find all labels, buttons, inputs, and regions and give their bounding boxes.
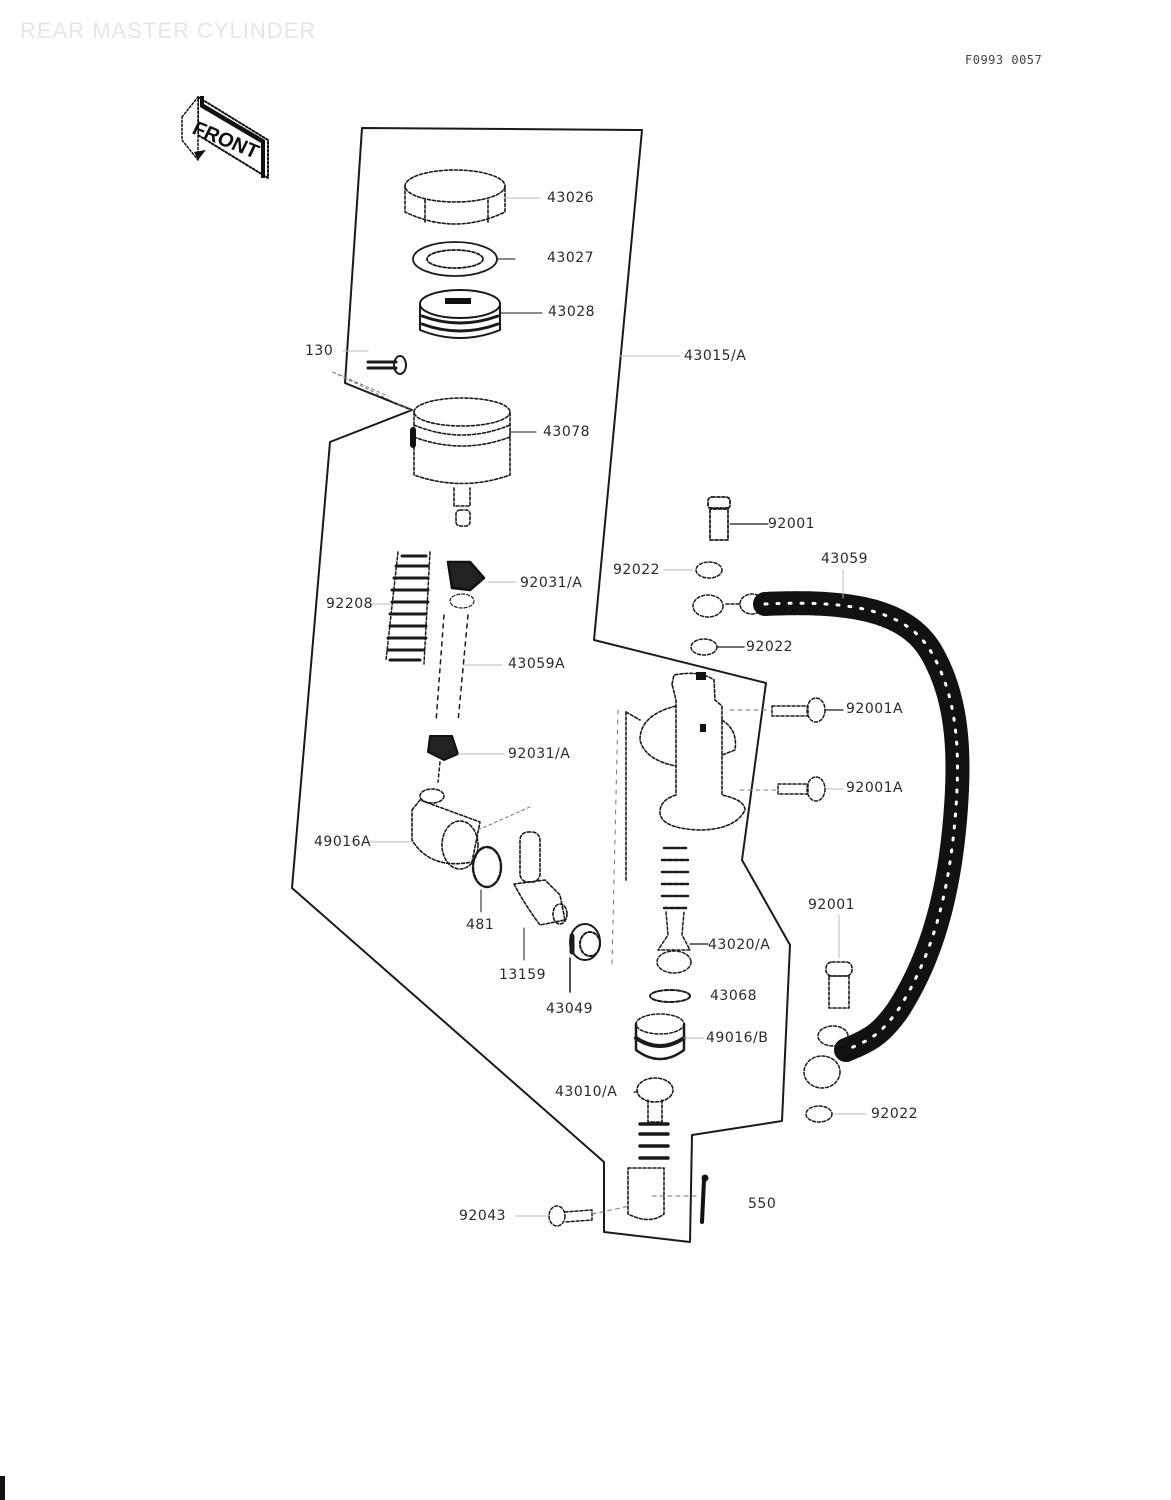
banjo-bolt-top <box>707 496 731 541</box>
piston-assembly <box>656 846 692 974</box>
part-label-92022-a: 92022 <box>613 562 661 578</box>
part-label-92001a-a: 92001A <box>846 701 904 717</box>
banjo-fitting-bottom <box>803 1025 849 1089</box>
reference-code: F0993 0057 <box>965 53 1043 67</box>
part-label-43027: 43027 <box>547 250 595 266</box>
circlip <box>471 845 503 889</box>
banjo-bolt-bottom <box>825 961 853 1009</box>
dust-boot <box>634 1013 686 1061</box>
diaphragm-plate <box>412 241 498 277</box>
bolt-92001a-upper <box>771 697 826 723</box>
brake-hose <box>753 591 970 1062</box>
part-label-43068: 43068 <box>710 988 758 1004</box>
part-label-481: 481 <box>466 917 495 933</box>
front-arrow-icon: FRONT <box>181 96 269 179</box>
part-label-43015a: 43015/A <box>684 348 747 364</box>
assembly-boundary <box>291 127 791 1243</box>
master-cylinder-body <box>625 672 746 881</box>
part-label-92001a-b: 92001A <box>846 780 904 796</box>
part-label-92031a-bottom: 92031/A <box>508 746 571 762</box>
part-label-92031a-top: 92031/A <box>520 575 583 591</box>
part-label-43059: 43059 <box>821 551 869 567</box>
page-edge-mark <box>0 1476 5 1500</box>
part-label-49016b: 49016/B <box>706 1030 769 1046</box>
part-label-43010a: 43010/A <box>555 1084 618 1100</box>
part-label-43059a: 43059A <box>508 656 566 672</box>
screw-130 <box>366 355 407 375</box>
diaphragm <box>419 289 501 339</box>
part-label-550: 550 <box>748 1196 777 1212</box>
reservoir-body <box>413 397 511 527</box>
part-label-13159: 13159 <box>499 967 547 983</box>
part-label-43078: 43078 <box>543 424 591 440</box>
part-label-92043: 92043 <box>459 1208 507 1224</box>
washer-top <box>695 561 723 579</box>
spring-92208 <box>385 551 431 665</box>
washer-bottom <box>805 1105 833 1123</box>
reservoir-cap <box>404 169 506 225</box>
elbow-fitting <box>513 831 568 926</box>
part-label-49016a: 49016A <box>314 834 372 850</box>
clevis-pin <box>548 1205 593 1227</box>
cotter-pin <box>700 1174 709 1224</box>
reservoir-connector <box>411 788 481 870</box>
part-label-92001-top: 92001 <box>768 516 816 532</box>
washer-middle <box>690 638 718 656</box>
page-title: REAR MASTER CYLINDER <box>20 18 317 43</box>
piston-cup <box>649 989 691 1003</box>
part-label-43028: 43028 <box>548 304 596 320</box>
part-label-43020a: 43020/A <box>708 937 771 953</box>
fitting-seal <box>569 923 601 961</box>
part-label-92208: 92208 <box>326 596 374 612</box>
hose-clamp-bottom <box>427 735 459 761</box>
part-label-92022-c: 92022 <box>871 1106 919 1122</box>
hose-clamp-top <box>446 560 486 609</box>
part-label-43026: 43026 <box>547 190 595 206</box>
reservoir-hose <box>435 614 469 723</box>
part-label-92001-bottom: 92001 <box>808 897 856 913</box>
push-rod-assembly <box>627 1077 674 1221</box>
part-label-92022-b: 92022 <box>746 639 794 655</box>
part-label-43049: 43049 <box>546 1001 594 1017</box>
bolt-92001a-lower <box>777 776 826 802</box>
part-label-130: 130 <box>305 343 334 359</box>
